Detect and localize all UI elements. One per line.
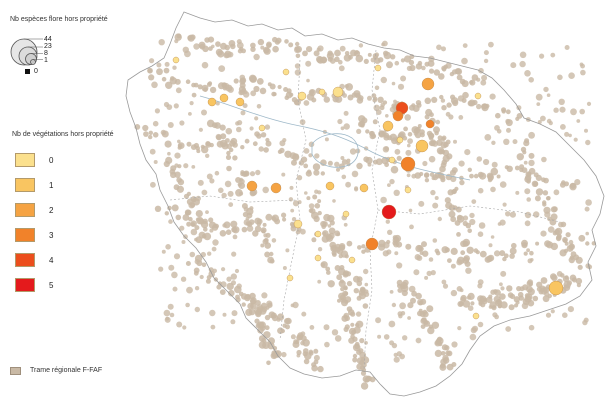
paris-core <box>199 95 471 181</box>
swatch-1 <box>15 178 35 192</box>
color-class-4: 4 <box>15 253 85 269</box>
swatch-2 <box>15 203 35 217</box>
swatch-0 <box>15 153 35 167</box>
color-class-3: 3 <box>15 228 85 244</box>
trame-label: Trame régionale F-FAF <box>30 367 103 374</box>
color-legend-title: Nb de végétations hors propriété <box>12 131 114 138</box>
color-label-3: 3 <box>49 231 54 240</box>
color-label-4: 4 <box>49 256 54 265</box>
department-boundaries <box>169 49 561 371</box>
color-label-2: 2 <box>49 206 54 215</box>
swatch-5 <box>15 278 35 292</box>
color-class-5: 5 <box>15 278 85 294</box>
color-class-1: 1 <box>15 178 85 194</box>
zero-square-icon <box>25 69 30 74</box>
size-legend: 44 23 8 1 0 <box>10 34 70 76</box>
swatch-4 <box>15 253 35 267</box>
size-legend-title: Nb espèces flore hors propriété <box>10 16 108 23</box>
size-value-1: 1 <box>44 57 48 64</box>
size-value-8: 8 <box>44 50 48 57</box>
size-value-44: 44 <box>44 36 52 43</box>
trame-network-layer <box>134 33 596 390</box>
swatch-3 <box>15 228 35 242</box>
size-value-0: 0 <box>34 68 38 75</box>
color-label-1: 1 <box>49 181 54 190</box>
color-label-0: 0 <box>49 156 54 165</box>
proportional-circles <box>10 38 43 74</box>
trame-swatch <box>10 367 21 375</box>
color-label-5: 5 <box>49 281 54 290</box>
region-outline <box>125 11 605 397</box>
survey-points-layer <box>172 56 564 320</box>
color-class-2: 2 <box>15 203 85 219</box>
size-value-23: 23 <box>44 43 52 50</box>
color-class-0: 0 <box>15 153 85 169</box>
